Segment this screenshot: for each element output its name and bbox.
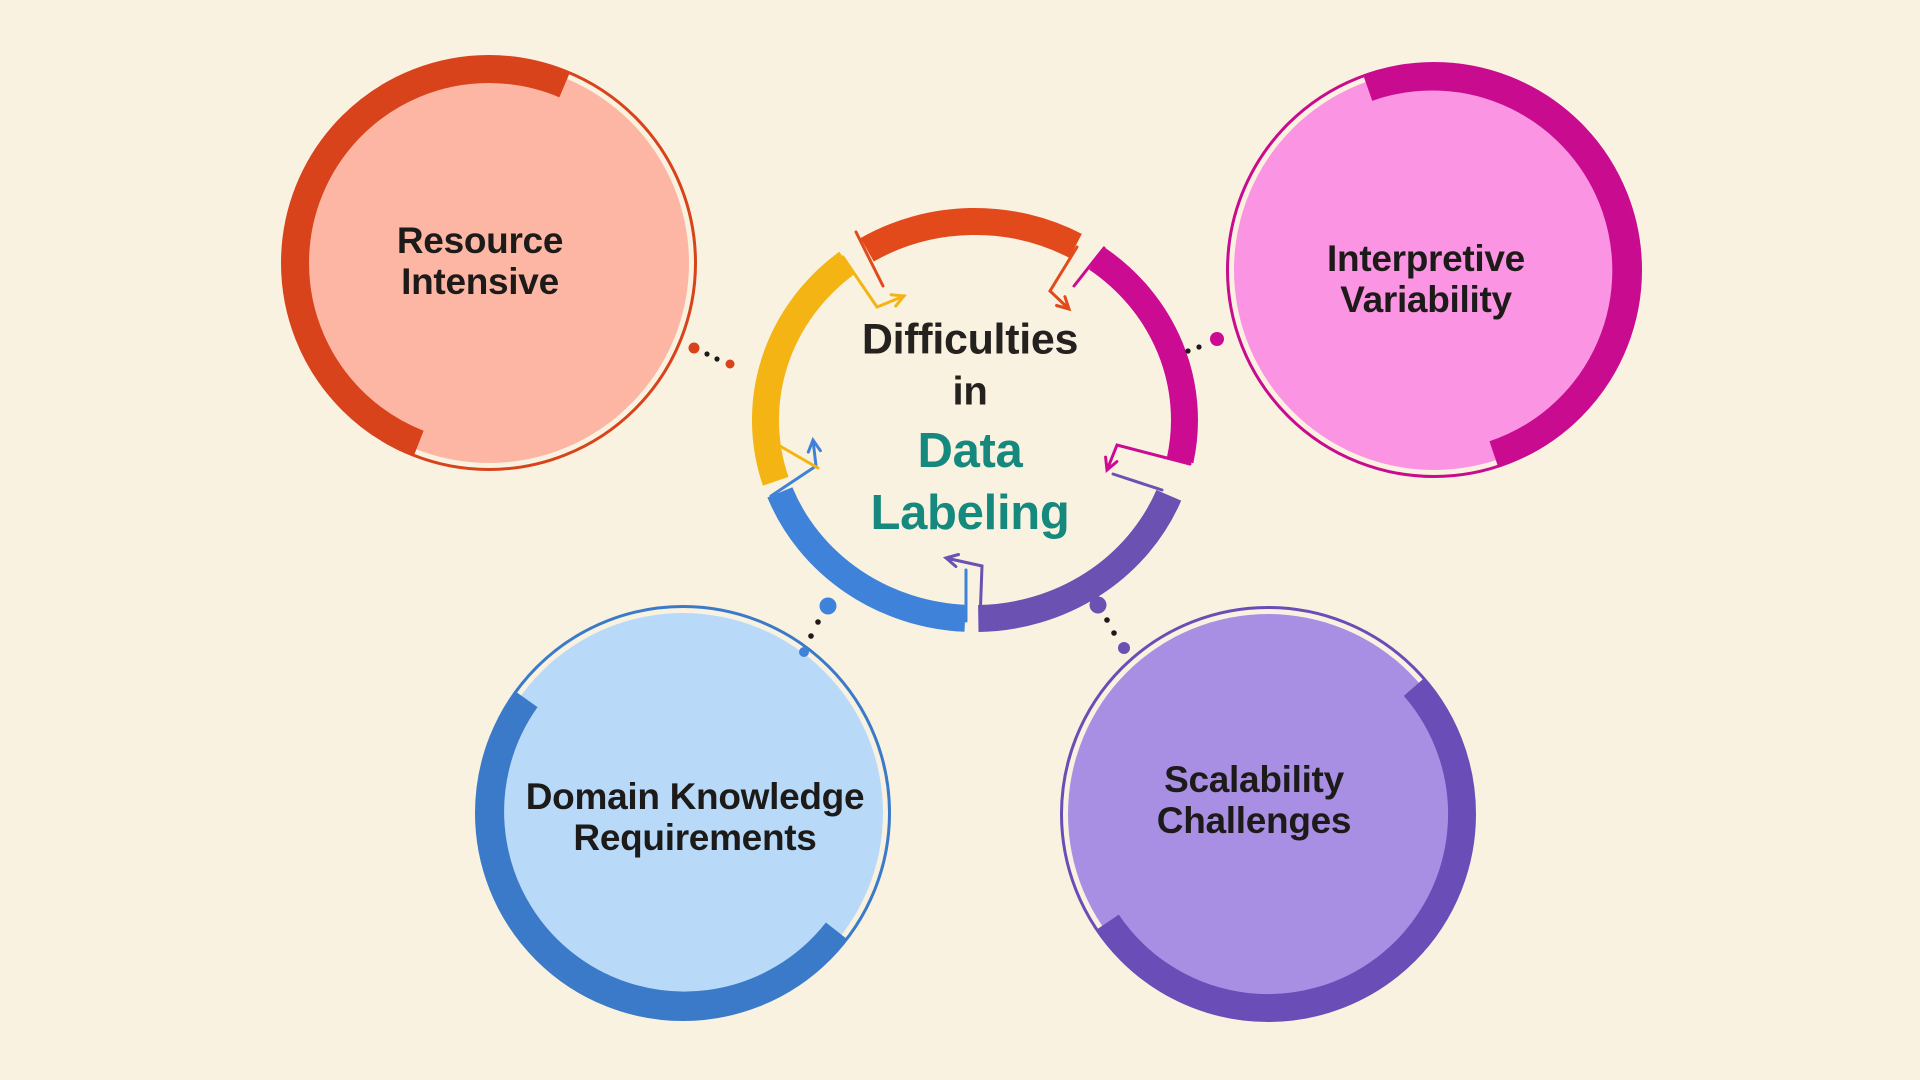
satellite-domain-knowledge-requirements [475, 605, 891, 1021]
satellite-thin-ring [475, 605, 891, 1021]
label-domain-knowledge-requirements: Domain Knowledge Requirements [525, 776, 865, 858]
hub-segment-purple [977, 489, 1182, 632]
connector-dot [725, 359, 735, 369]
flow-tail-yellow [771, 440, 820, 470]
connector-dot [1089, 596, 1107, 614]
flow-tail-magenta [1072, 246, 1106, 288]
flow-arrow-icon-yellow [841, 255, 907, 309]
hub-segment-magenta [1089, 247, 1198, 464]
connector-dot [1196, 344, 1202, 350]
connector-dot [1210, 332, 1224, 346]
satellite-thick-arc [1363, 63, 1640, 467]
connector-dot [808, 633, 814, 639]
flow-tail-purple [1111, 472, 1164, 492]
connector-dots-bottom-left [799, 597, 837, 657]
satellite-fill-circle [483, 613, 883, 1013]
satellite-interpretive-variability [1226, 62, 1642, 478]
hub-title-line4: Labeling [870, 486, 1070, 540]
satellite-fill-circle [289, 63, 689, 463]
hub-segment-blue [767, 487, 966, 632]
flow-arrow-icon-purple [942, 553, 984, 622]
connector-dots-bottom-right [1089, 596, 1130, 654]
connector-dot [688, 342, 700, 354]
flow-tail-orange [854, 230, 885, 288]
satellite-scalability-challenges [1060, 606, 1476, 1022]
connector-dot [1104, 617, 1110, 623]
connector-dot [815, 619, 821, 625]
connector-dot [704, 351, 710, 357]
connector-dot [819, 597, 837, 615]
connector-dots-top-left [688, 342, 735, 369]
connector-dot [1118, 642, 1130, 654]
satellite-thick-arc [282, 56, 570, 456]
connector-dot [714, 356, 720, 362]
label-resource-intensive: Resource Intensive [396, 220, 564, 302]
satellite-resource-intensive [281, 55, 697, 471]
connector-dots-top-right [1185, 332, 1224, 354]
connector-dot [1111, 630, 1117, 636]
flow-arrow-icon-orange [1048, 245, 1079, 312]
satellite-thin-ring [1226, 62, 1642, 478]
connector-dot [1185, 348, 1191, 354]
satellite-fill-circle [1068, 614, 1468, 1014]
hub-title-line2: in [952, 369, 988, 414]
satellite-thick-arc [477, 691, 848, 1019]
label-scalability-challenges: Scalability Challenges [1156, 759, 1352, 841]
satellite-thick-arc [1096, 678, 1476, 1021]
hub-segment-orange [860, 207, 1082, 262]
connector-dot [799, 647, 809, 657]
satellite-fill-circle [1234, 70, 1634, 470]
hub-segment-yellow [752, 251, 856, 486]
hub-title-line1: Difficulties [861, 315, 1079, 364]
hub-flow-arrows [769, 230, 1192, 623]
flow-arrow-icon-magenta [1104, 443, 1192, 473]
hub-ring [752, 207, 1198, 632]
hub-title-line3: Data [917, 424, 1023, 478]
label-interpretive-variability: Interpretive Variability [1327, 238, 1525, 320]
